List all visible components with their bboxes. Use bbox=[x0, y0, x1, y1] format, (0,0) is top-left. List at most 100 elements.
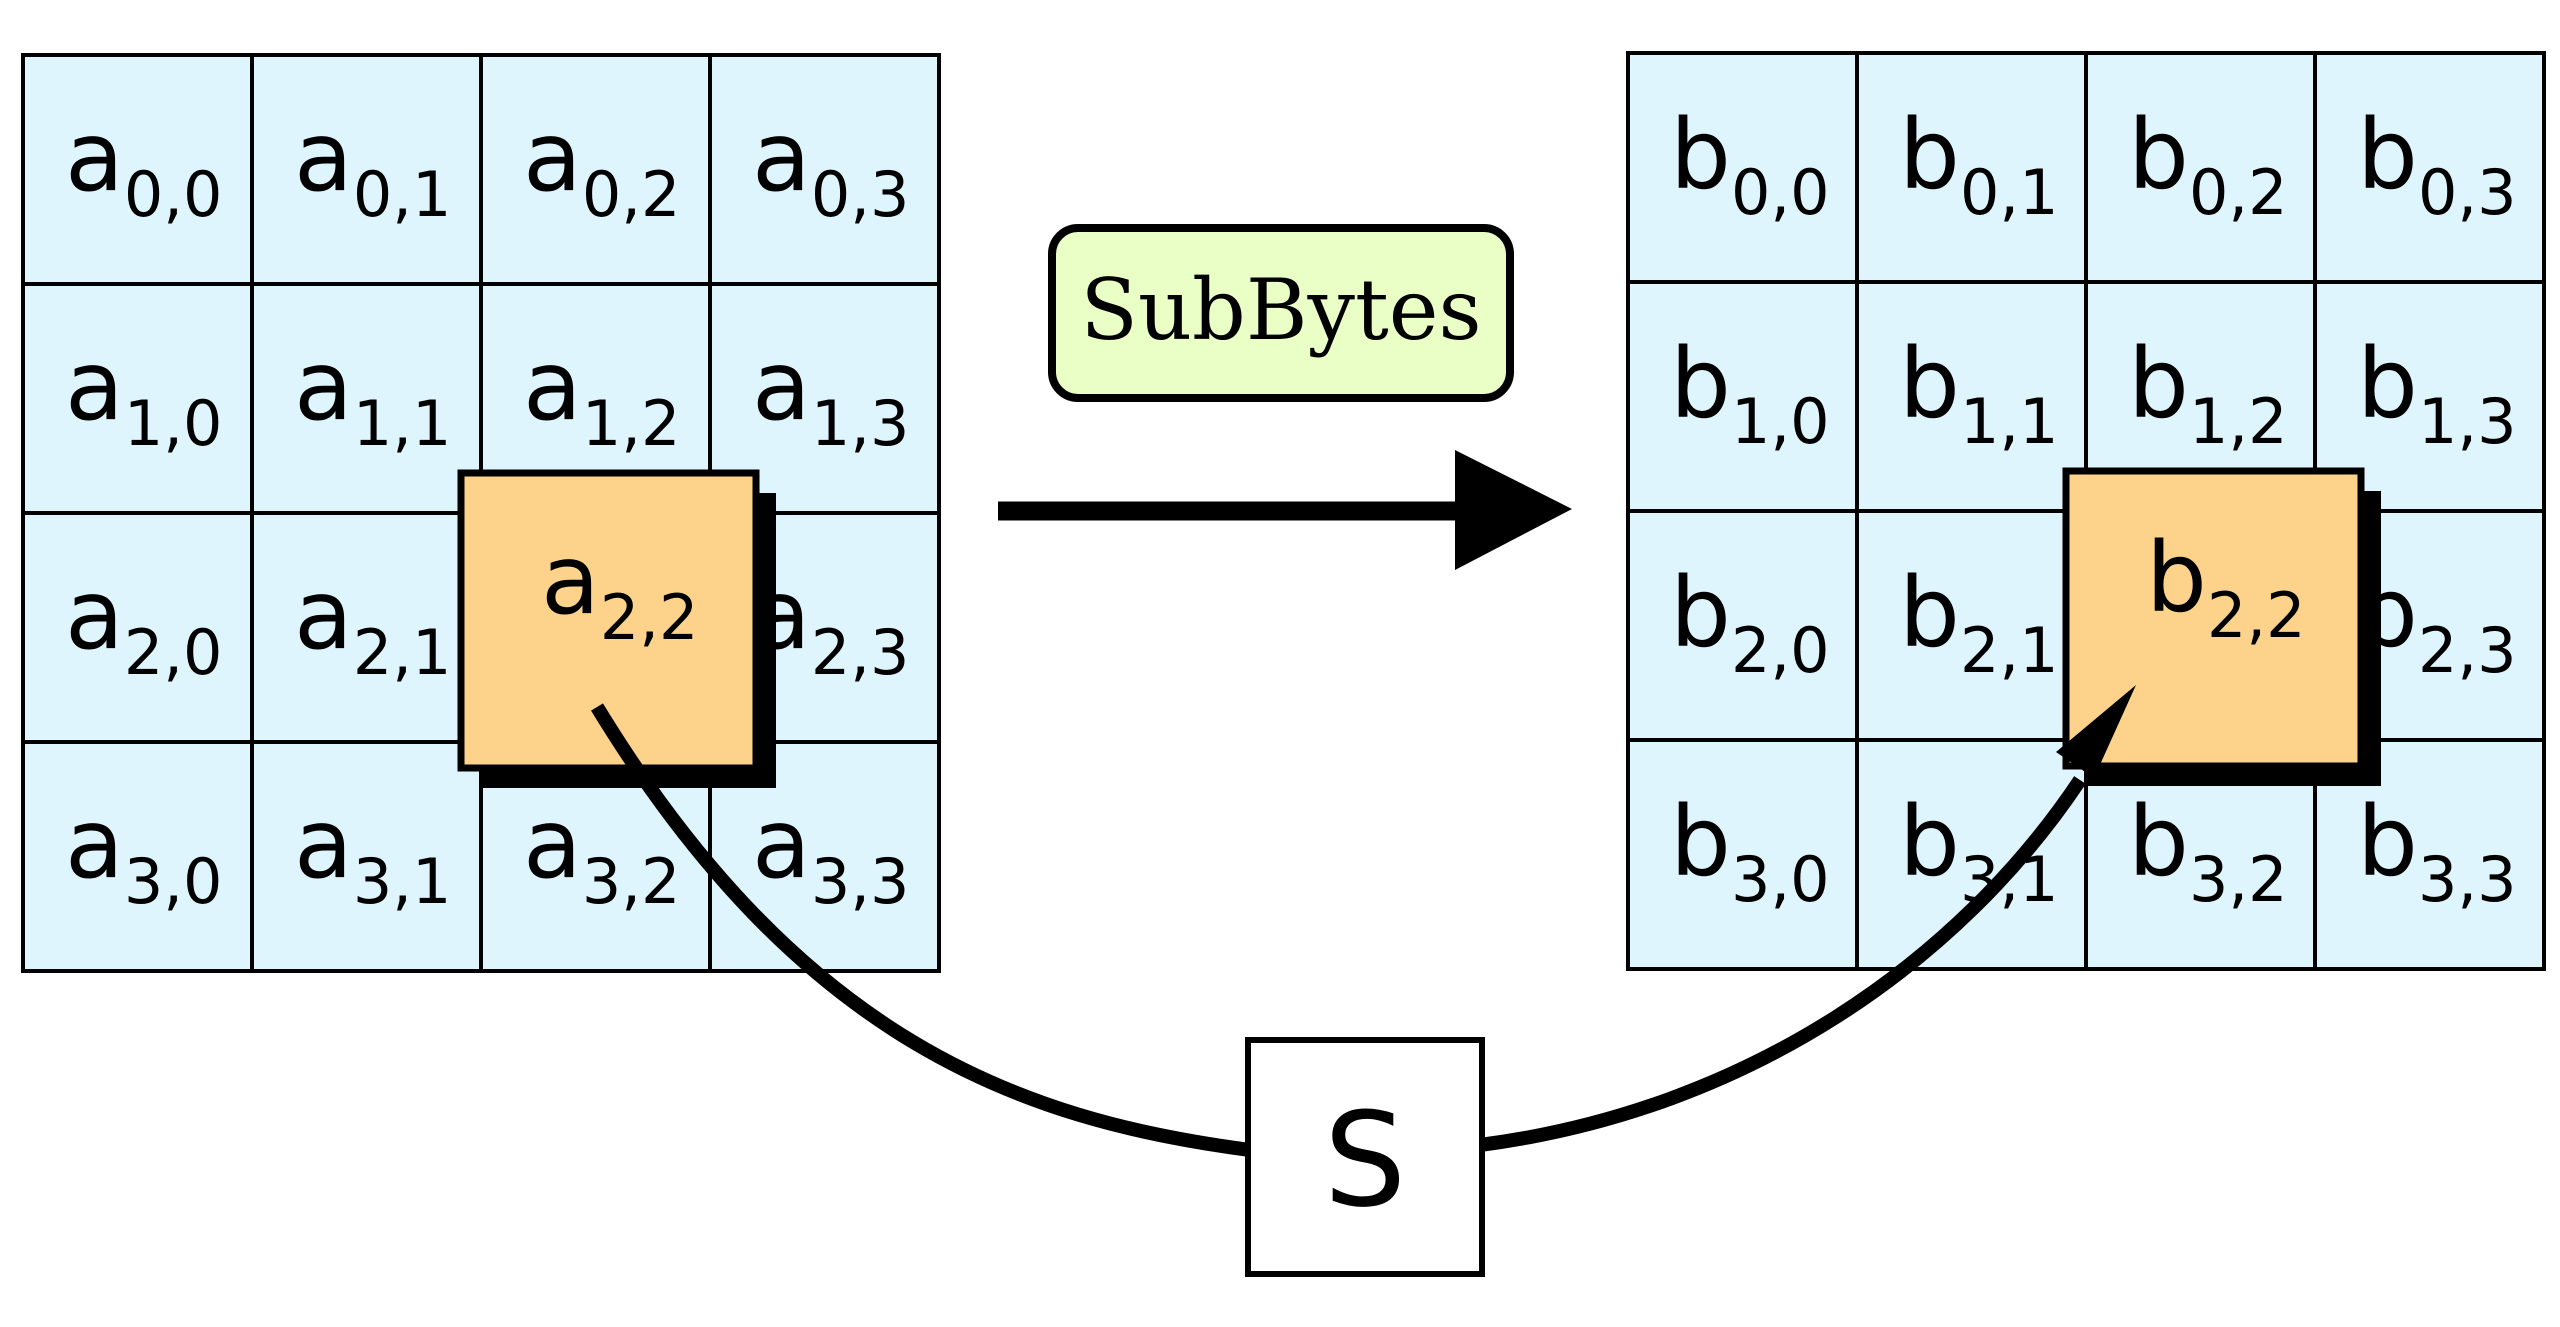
sbox-box: S bbox=[1245, 1037, 1485, 1277]
cell-subscript: 1,2 bbox=[2189, 385, 2288, 458]
cell-label: a3,3 bbox=[752, 788, 909, 918]
state-cell: b3,1 bbox=[1855, 738, 2088, 971]
state-cell: b2,1 bbox=[1855, 509, 2088, 742]
cell-symbol: b bbox=[2128, 786, 2189, 898]
state-cell: a0,2 bbox=[479, 53, 712, 286]
cell-symbol: a bbox=[294, 101, 353, 213]
cell-subscript: 3,0 bbox=[1731, 843, 1830, 916]
cell-subscript: 3,2 bbox=[2189, 843, 2288, 916]
cell-label: a0,3 bbox=[752, 101, 909, 231]
highlight-cell-box bbox=[2062, 467, 2365, 770]
state-cell: b3,0 bbox=[1626, 738, 1859, 971]
sbox-label: S bbox=[1324, 1084, 1407, 1236]
cell-symbol: b bbox=[1899, 328, 1960, 440]
cell-symbol: a bbox=[541, 524, 600, 636]
cell-subscript: 1,1 bbox=[1960, 385, 2059, 458]
cell-subscript: 0,1 bbox=[353, 158, 452, 231]
cell-symbol: a bbox=[523, 330, 582, 442]
cell-subscript: 0,0 bbox=[124, 158, 223, 231]
cell-label: a2,0 bbox=[65, 559, 222, 689]
cell-subscript: 1,3 bbox=[2418, 385, 2517, 458]
cell-subscript: 2,1 bbox=[1960, 614, 2059, 687]
state-cell: b0,1 bbox=[1855, 51, 2088, 284]
cell-subscript: 3,2 bbox=[582, 845, 681, 918]
cell-symbol: a bbox=[65, 330, 124, 442]
cell-label: a1,2 bbox=[523, 330, 680, 460]
cell-symbol: a bbox=[65, 788, 124, 900]
cell-label: a3,1 bbox=[294, 788, 451, 918]
cell-subscript: 3,0 bbox=[124, 845, 223, 918]
cell-symbol: b bbox=[1670, 786, 1731, 898]
cell-label: b0,0 bbox=[1670, 99, 1830, 229]
cell-label: b3,3 bbox=[2357, 786, 2517, 916]
state-cell: b0,2 bbox=[2084, 51, 2317, 284]
cell-symbol: b bbox=[1899, 99, 1960, 211]
transform-arrow bbox=[998, 450, 1572, 570]
cell-symbol: b bbox=[2357, 328, 2418, 440]
state-cell: a0,3 bbox=[708, 53, 941, 286]
cell-symbol: a bbox=[65, 559, 124, 671]
cell-symbol: a bbox=[294, 559, 353, 671]
state-cell: b1,3 bbox=[2313, 280, 2546, 513]
sbox-arrowhead-icon bbox=[2056, 685, 2136, 778]
cell-label: b3,1 bbox=[1899, 786, 2059, 916]
cell-symbol: a bbox=[294, 788, 353, 900]
cell-symbol: a bbox=[65, 101, 124, 213]
state-cell: a1,1 bbox=[250, 282, 483, 515]
cell-subscript: 2,2 bbox=[2207, 579, 2306, 652]
highlight-cell-label: b2,2 bbox=[2146, 522, 2306, 652]
cell-subscript: 2,1 bbox=[353, 616, 452, 689]
cell-symbol: a bbox=[752, 330, 811, 442]
state-cell: a2,1 bbox=[250, 511, 483, 744]
cell-label: b2,1 bbox=[1899, 557, 2059, 687]
state-cell: a3,3 bbox=[708, 740, 941, 973]
cell-label: a0,0 bbox=[65, 101, 222, 231]
highlighted-output-cell: b2,2 bbox=[2062, 467, 2381, 786]
cell-label: b0,2 bbox=[2128, 99, 2288, 229]
state-cell: b1,1 bbox=[1855, 280, 2088, 513]
cell-symbol: b bbox=[2357, 786, 2418, 898]
cell-label: b1,0 bbox=[1670, 328, 1830, 458]
cell-label: a3,0 bbox=[65, 788, 222, 918]
state-cell: a0,1 bbox=[250, 53, 483, 286]
cell-symbol: a bbox=[523, 788, 582, 900]
cell-label: a3,2 bbox=[523, 788, 680, 918]
cell-subscript: 2,0 bbox=[124, 616, 223, 689]
cell-subscript: 0,2 bbox=[582, 158, 681, 231]
cell-subscript: 3,1 bbox=[353, 845, 452, 918]
cell-label: a1,1 bbox=[294, 330, 451, 460]
state-cell: b2,0 bbox=[1626, 509, 1859, 742]
cell-symbol: a bbox=[523, 101, 582, 213]
sbox-path bbox=[591, 685, 2136, 1157]
cell-subscript: 1,0 bbox=[1731, 385, 1830, 458]
highlight-cell-label: a2,2 bbox=[541, 524, 698, 654]
cell-symbol: b bbox=[1670, 557, 1731, 669]
state-cell: a2,0 bbox=[21, 511, 254, 744]
cell-symbol: b bbox=[2128, 99, 2189, 211]
cell-subscript: 3,3 bbox=[2418, 843, 2517, 916]
subbytes-operation-box: SubBytes bbox=[1048, 224, 1514, 402]
cell-symbol: b bbox=[2357, 99, 2418, 211]
cell-subscript: 0,3 bbox=[2418, 156, 2517, 229]
cell-subscript: 3,3 bbox=[811, 845, 910, 918]
cell-label: a0,1 bbox=[294, 101, 451, 231]
cell-label: b2,0 bbox=[1670, 557, 1830, 687]
cell-symbol: a bbox=[752, 101, 811, 213]
cell-symbol: b bbox=[1670, 99, 1731, 211]
cell-subscript: 1,1 bbox=[353, 387, 452, 460]
cell-subscript: 1,0 bbox=[124, 387, 223, 460]
cell-symbol: b bbox=[2146, 522, 2207, 634]
cell-subscript: 2,3 bbox=[811, 616, 910, 689]
cell-subscript: 1,2 bbox=[582, 387, 681, 460]
cell-subscript: 0,2 bbox=[2189, 156, 2288, 229]
cell-subscript: 0,1 bbox=[1960, 156, 2059, 229]
cell-label: b0,3 bbox=[2357, 99, 2517, 229]
cell-label: b3,0 bbox=[1670, 786, 1830, 916]
cell-subscript: 0,0 bbox=[1731, 156, 1830, 229]
state-cell: a0,0 bbox=[21, 53, 254, 286]
state-cell: a1,0 bbox=[21, 282, 254, 515]
cell-label: b0,1 bbox=[1899, 99, 2059, 229]
state-cell: b1,0 bbox=[1626, 280, 1859, 513]
